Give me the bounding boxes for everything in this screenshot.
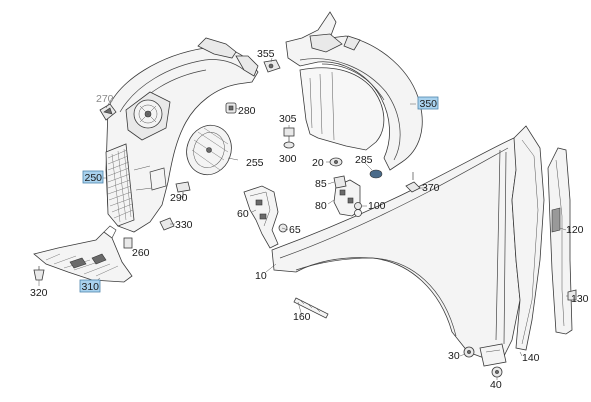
fastener-65[interactable] [278,223,288,233]
label-350-highlight[interactable]: 350 [417,96,439,110]
label-120[interactable]: 120 [566,224,584,236]
part-80-small-bracket[interactable] [333,179,362,217]
part-140-lower-bracket[interactable] [479,343,507,367]
fastener-85[interactable] [333,175,347,189]
fastener-20[interactable] [329,157,343,167]
label-370[interactable]: 370 [422,182,440,194]
fastener-280[interactable] [225,102,237,114]
part-60-bracket[interactable] [243,185,279,249]
fastener-370[interactable] [405,172,421,193]
fastener-290[interactable] [175,181,191,198]
fastener-320[interactable] [33,266,45,281]
fastener-270[interactable] [99,103,117,121]
part-10-front-fender[interactable] [271,137,523,361]
label-160[interactable]: 160 [293,311,311,323]
label-65[interactable]: 65 [289,224,301,236]
fastener-40[interactable] [491,366,503,378]
fastener-130[interactable] [567,289,577,301]
part-255-round-cover[interactable] [180,119,238,181]
label-300[interactable]: 300 [279,153,297,165]
part-250-wheel-arch-liner[interactable] [105,37,259,233]
label-10[interactable]: 10 [255,270,267,282]
label-305[interactable]: 305 [279,113,297,125]
part-160-strip[interactable] [293,297,329,319]
label-260[interactable]: 260 [132,247,150,259]
label-250[interactable]: 250 [85,172,103,184]
label-320[interactable]: 320 [30,287,48,299]
label-350[interactable]: 350 [420,98,438,110]
label-280[interactable]: 280 [238,105,256,117]
label-130[interactable]: 130 [571,293,589,305]
fastener-100[interactable] [354,202,362,210]
label-255[interactable]: 255 [246,157,264,169]
fastener-330[interactable] [159,217,175,231]
label-20[interactable]: 20 [312,157,324,169]
fastener-300[interactable] [283,141,295,149]
fastener-285[interactable] [369,169,383,179]
fastener-305[interactable] [283,127,295,142]
label-330[interactable]: 330 [175,219,193,231]
label-80[interactable]: 80 [315,200,327,212]
part-350-rear-liner[interactable] [285,11,423,171]
label-40[interactable]: 40 [490,379,502,391]
part-310-underbody-panel[interactable] [33,225,133,283]
part-130-strip[interactable] [547,147,573,335]
label-85[interactable]: 85 [315,178,327,190]
label-100[interactable]: 100 [368,200,386,212]
label-310-highlight[interactable]: 310 [79,279,101,293]
label-140[interactable]: 140 [522,352,540,364]
label-310[interactable]: 310 [82,281,100,293]
fastener-260[interactable] [123,237,133,249]
part-120-a-pillar-trim[interactable] [511,125,545,351]
label-355[interactable]: 355 [257,48,275,60]
label-290[interactable]: 290 [170,192,188,204]
fastener-355[interactable] [263,59,281,73]
label-270[interactable]: 270 [96,93,114,105]
part-labels: 270 280 355 305 300 20 285 85 370 290 33… [30,48,589,391]
label-30[interactable]: 30 [448,350,460,362]
fastener-30[interactable] [463,346,475,358]
label-285[interactable]: 285 [355,154,373,166]
label-250-highlight[interactable]: 250 [82,170,104,184]
label-60[interactable]: 60 [237,208,249,220]
